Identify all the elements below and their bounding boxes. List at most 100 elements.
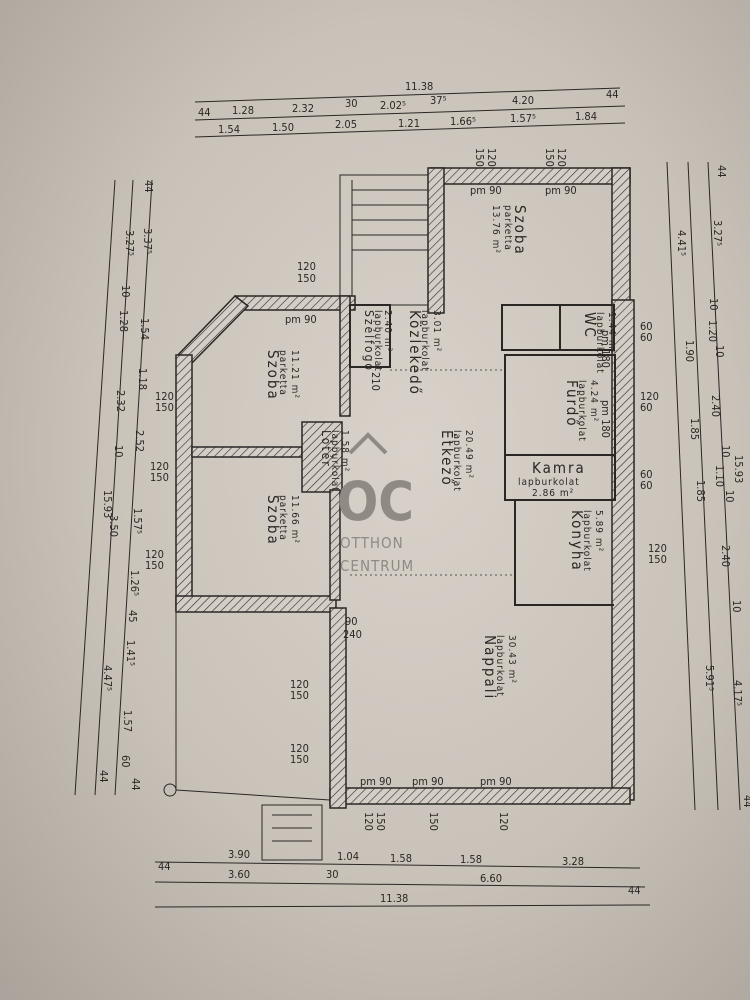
window-labels: 120 150 120 150 pm 90 pm 90 120 150 pm 9… (145, 148, 667, 831)
window-label: 120 (145, 548, 164, 561)
dimension-label: 3.27⁵ (711, 220, 724, 246)
svg-text:1.44 m²: 1.44 m² (606, 312, 617, 354)
dimension-label: 1.57⁵ (510, 112, 536, 125)
dimension-label: 37⁵ (430, 94, 447, 107)
window-label: 120 (297, 260, 316, 273)
window-label: 150 (297, 272, 316, 285)
dimension-line (194, 87, 621, 103)
dimension-line (194, 105, 626, 121)
dimension-label: 3.28 (562, 855, 584, 868)
logo-text-line1: OTTHON (340, 534, 404, 552)
room-loter: Lótér lapburkolat 1.58 m² (319, 430, 350, 492)
top-dimensions: 11.38 44 1.28 2.32 30 2.02⁵ 37⁵ 4.20 44 … (194, 80, 626, 138)
dimension-label: 2.40 (709, 395, 722, 417)
window-label: 120 (640, 390, 659, 403)
svg-text:lapburkolat: lapburkolat (451, 430, 462, 492)
window-label: 60 (640, 479, 653, 492)
staircase (351, 180, 428, 300)
roof-icon (348, 432, 388, 455)
dimension-label: 44 (97, 770, 110, 783)
interior-partitions (163, 304, 616, 861)
dimension-label: 44 (129, 778, 142, 791)
window-label: 150 (427, 812, 440, 831)
svg-text:lapburkolat: lapburkolat (576, 380, 587, 442)
window-label: pm 90 (470, 184, 502, 197)
svg-text:lapburkolat: lapburkolat (581, 510, 592, 572)
svg-text:lapburkolat: lapburkolat (494, 635, 505, 697)
dimension-label: 30 (345, 97, 358, 110)
dimension-label: 1.85 (694, 480, 707, 502)
dimension-label: 2.52 (133, 430, 146, 452)
dimension-line (154, 881, 646, 888)
dimension-label: 60 (119, 755, 132, 768)
room-nappali: Nappali lapburkolat 30.43 m² (481, 635, 517, 700)
dimension-label: 11.38 (380, 892, 408, 905)
window-label: 120 (497, 812, 510, 831)
dimension-label: 1.21 (398, 117, 420, 130)
dimension-label: 3.27⁵ (123, 230, 136, 256)
dimension-label: 10 (112, 445, 125, 458)
window-label: 150 (145, 559, 164, 572)
svg-text:parketta: parketta (277, 495, 288, 541)
door-label: 210 (369, 372, 382, 391)
dimension-label: 4.17⁵ (731, 680, 744, 706)
svg-text:Nappali: Nappali (481, 635, 499, 700)
svg-text:11.21 m²: 11.21 m² (289, 350, 300, 399)
dimension-label: 1.90 (683, 340, 696, 362)
window-label: 150 (473, 148, 486, 167)
svg-text:Szoba: Szoba (511, 205, 529, 256)
dimension-label: 1.84 (575, 110, 597, 123)
svg-text:4.24 m²: 4.24 m² (588, 380, 599, 422)
window-label: 60 (640, 401, 653, 414)
svg-text:parketta: parketta (277, 350, 288, 396)
window-label: 150 (290, 753, 309, 766)
dimension-label: 1.50 (272, 121, 294, 134)
window-label: 150 (155, 401, 174, 414)
dimension-label: 4.20 (512, 94, 534, 107)
dimension-label: 3.50 (107, 515, 120, 537)
svg-text:2.86 m²: 2.86 m² (532, 488, 574, 499)
dimension-label: 2.32 (114, 390, 127, 412)
svg-text:30.43 m²: 30.43 m² (506, 635, 517, 684)
door-label: 90 (345, 615, 358, 628)
right-dimensions: 15.93 44 3.27⁵ 10 1.20 10 2.40 10 1.10 1… (666, 161, 750, 811)
logo-mark: OC (337, 470, 414, 533)
dimension-label: 2.05 (335, 118, 357, 131)
dimension-label: 3.90 (228, 848, 250, 861)
dimension-label: 3.60 (228, 868, 250, 881)
dimension-label: 4.41⁵ (675, 230, 688, 256)
window-label: 60 (640, 320, 653, 333)
svg-text:lapburkolat: lapburkolat (419, 310, 430, 372)
svg-text:Szoba: Szoba (264, 350, 282, 401)
svg-text:Szoba: Szoba (264, 495, 282, 546)
room-labels: Szoba parketta 13.76 m² Közlekedő lapbur… (264, 205, 617, 700)
svg-text:2.40 m²: 2.40 m² (382, 310, 393, 352)
otthon-centrum-watermark: OC OTTHON CENTRUM (337, 432, 414, 575)
svg-text:Kamra: Kamra (532, 459, 586, 477)
window-label: 120 (362, 812, 375, 831)
dimension-label: 1.18 (136, 368, 149, 390)
svg-text:11.66 m²: 11.66 m² (289, 495, 300, 544)
window-label: 150 (543, 148, 556, 167)
dimension-label: 44 (158, 860, 171, 873)
left-dimensions: 15.93 3.27⁵ 10 1.28 2.32 10 3.50 4.47⁵ 4… (74, 179, 155, 796)
room-kamra: Kamra lapburkolat 2.86 m² (518, 459, 586, 499)
dimension-label: 3.37⁵ (141, 228, 154, 254)
svg-text:Szélfogó: Szélfogó (362, 310, 376, 372)
room-kozlekedo: Közlekedő lapburkolat 3.01 m² (406, 310, 442, 396)
dimension-label: 30 (326, 868, 339, 881)
dimension-label: 44 (198, 106, 211, 119)
window-label: 120 (290, 742, 309, 755)
svg-text:lapburkolat: lapburkolat (594, 312, 605, 374)
window-label: pm 90 (480, 775, 512, 788)
svg-text:lapburkolat: lapburkolat (518, 477, 580, 488)
dimension-label: 1.85 (688, 418, 701, 440)
door-label: 240 (343, 628, 362, 641)
window-label: pm 90 (360, 775, 392, 788)
dimension-line (707, 161, 741, 811)
room-konyha: Konyha lapburkolat 5.89 m² (568, 510, 604, 572)
dimension-label: 1.41⁵ (124, 640, 137, 666)
dimension-label: 1.54 (138, 318, 151, 340)
dimension-label: 1.20 (706, 320, 719, 342)
dimension-label: 5.91⁵ (703, 665, 716, 691)
